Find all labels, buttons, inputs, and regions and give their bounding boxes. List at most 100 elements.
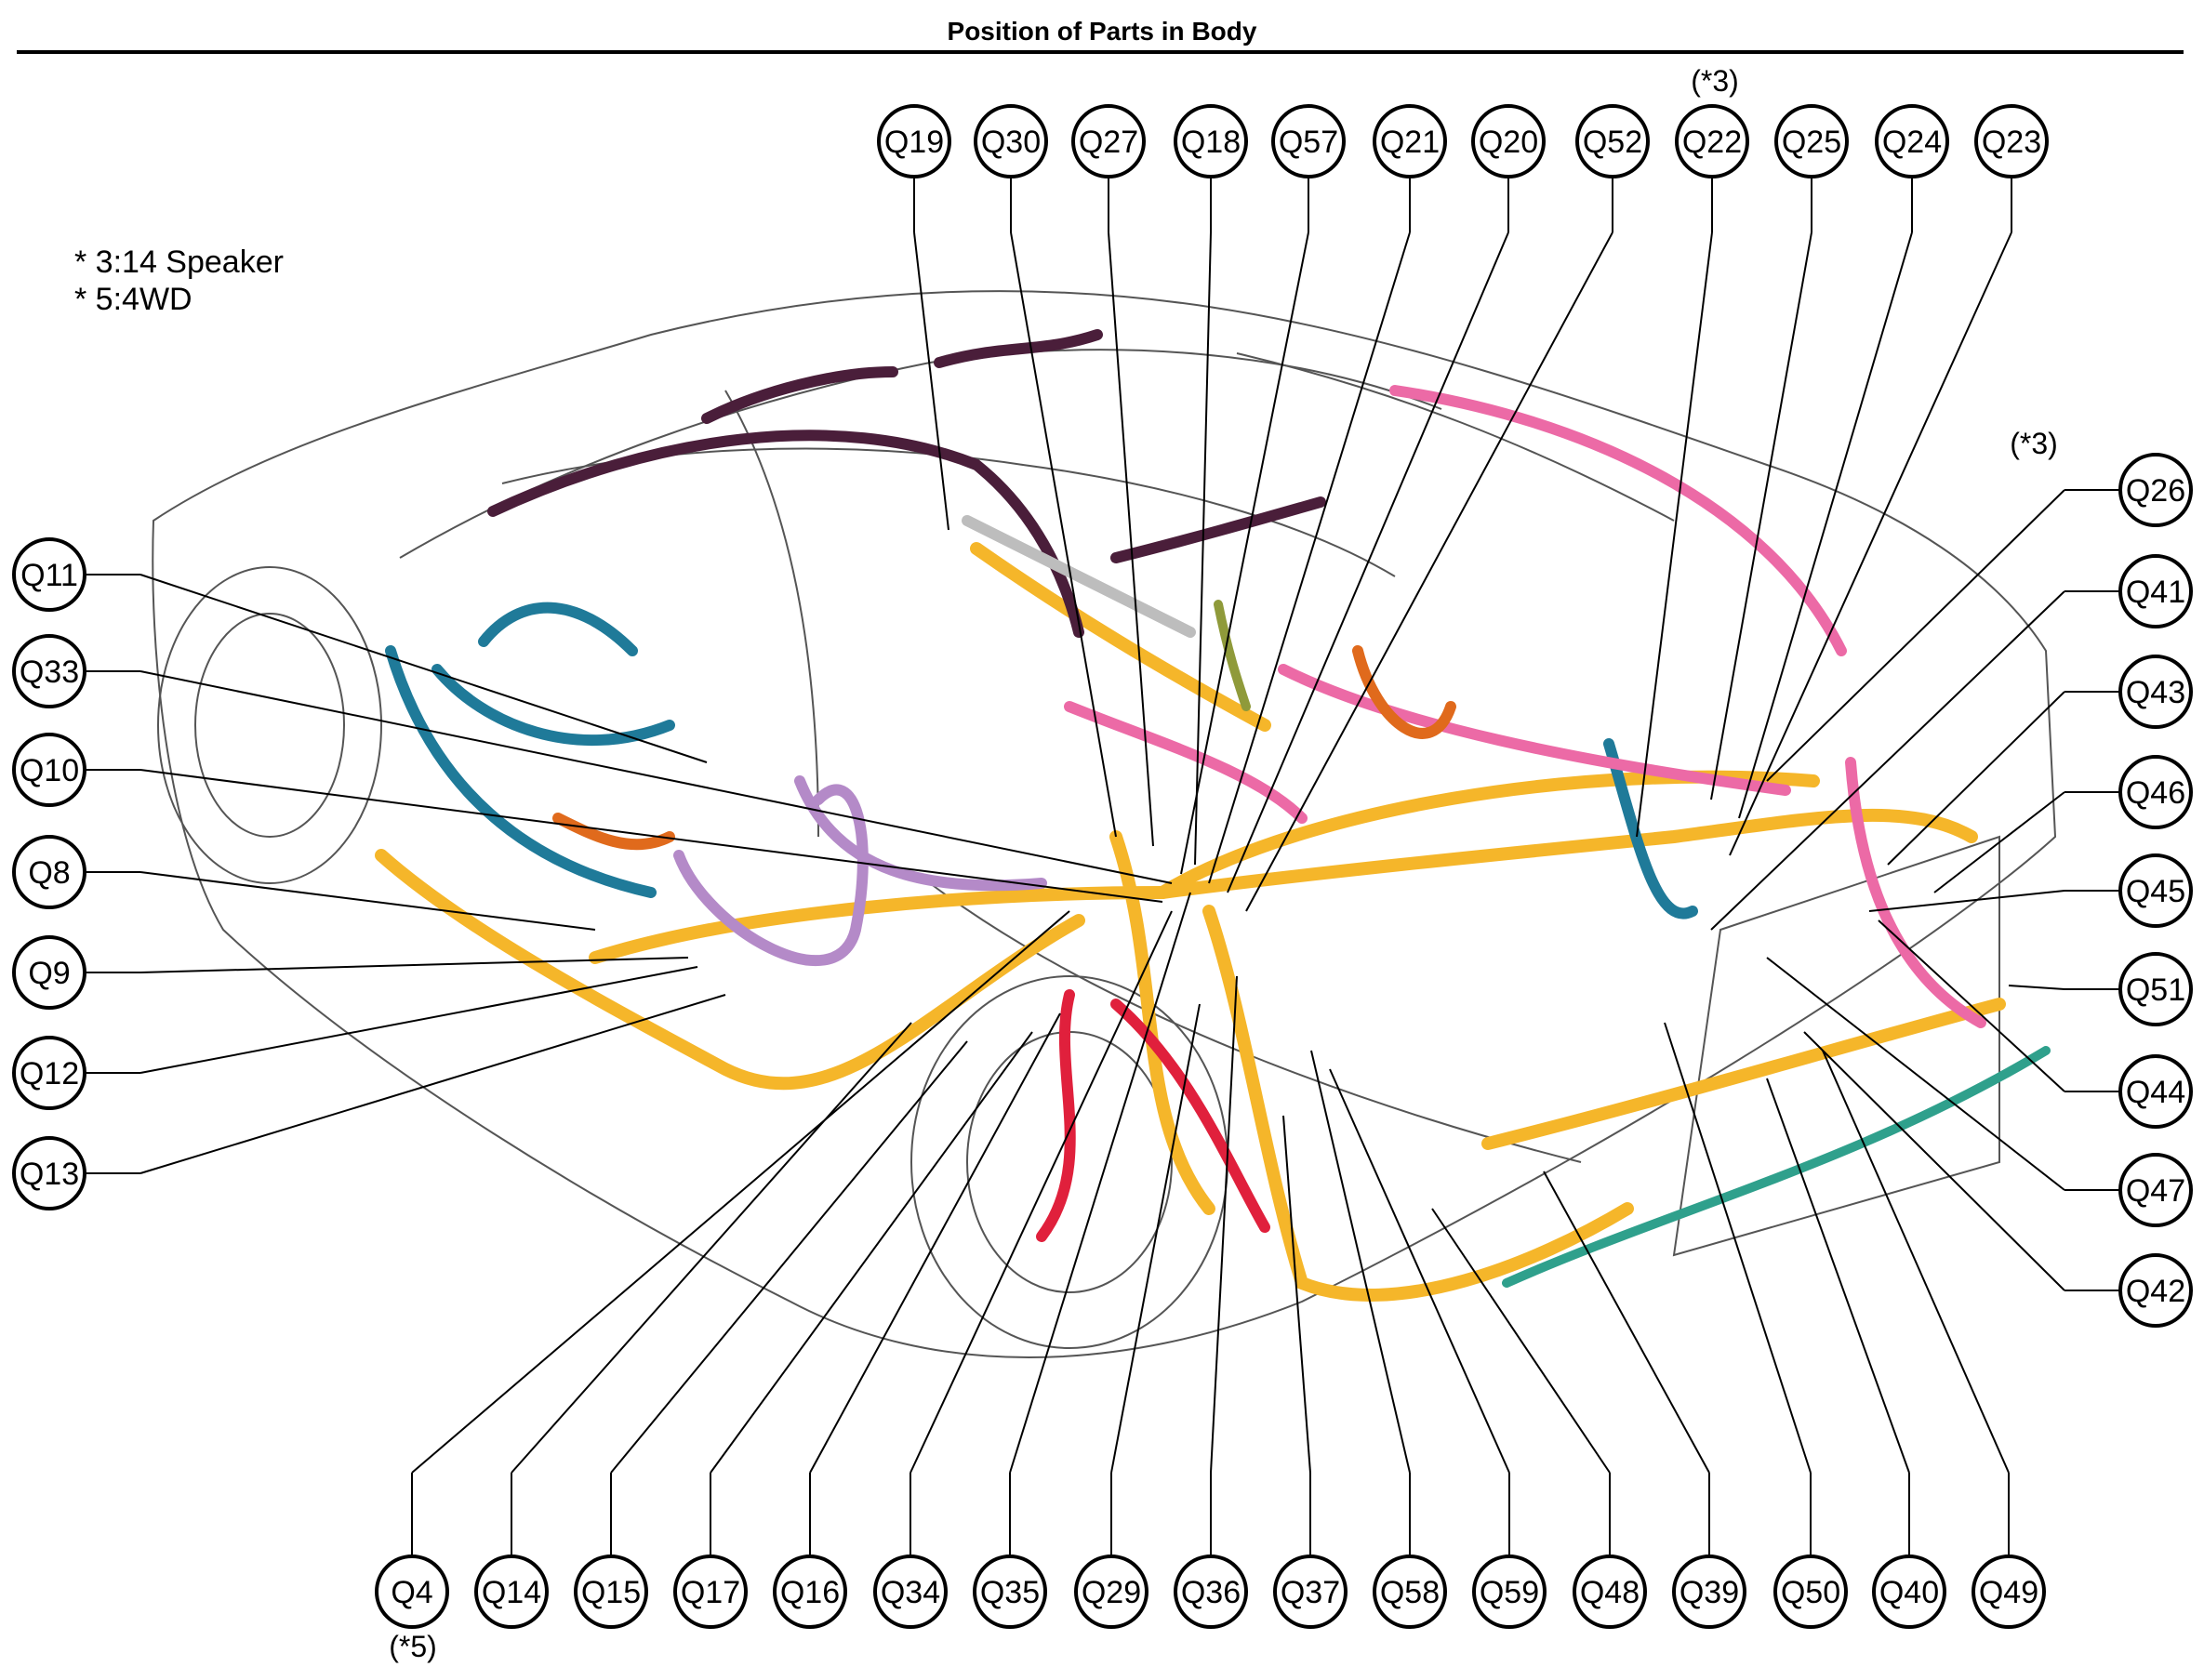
callout-q14: Q14 xyxy=(474,1554,549,1629)
legend-line-speaker: * 3:14 Speaker xyxy=(74,245,284,280)
callout-label: Q58 xyxy=(1380,1575,1440,1610)
leader-q26 xyxy=(1766,489,2065,782)
callout-label: Q42 xyxy=(2126,1274,2185,1309)
callout-q25: Q25 xyxy=(1774,104,1849,179)
callout-label: Q35 xyxy=(980,1575,1040,1610)
callout-circle xyxy=(1472,1554,1547,1629)
callout-label: Q41 xyxy=(2126,575,2185,610)
leader-q36 xyxy=(1210,975,1238,1474)
callout-circle xyxy=(2118,655,2193,729)
callout-label: Q37 xyxy=(1281,1575,1340,1610)
leader-q58 xyxy=(1310,1050,1411,1474)
leader-q35 xyxy=(1009,892,1191,1474)
callout-label: Q50 xyxy=(1781,1575,1840,1610)
callout-q37: Q37 xyxy=(1273,1554,1348,1629)
callout-label: Q59 xyxy=(1480,1575,1539,1610)
callout-circle xyxy=(877,104,951,179)
q22-note: (*3) xyxy=(1691,64,1739,98)
callout-q39: Q39 xyxy=(1672,1554,1746,1629)
callout-q22: Q22 xyxy=(1675,104,1749,179)
callout-q59: Q59 xyxy=(1472,1554,1547,1629)
leader-lines xyxy=(85,177,2120,1556)
callout-label: Q36 xyxy=(1181,1575,1241,1610)
leader-q21 xyxy=(1208,231,1411,884)
callout-label: Q40 xyxy=(1879,1575,1939,1610)
leader-q39 xyxy=(1543,1171,1710,1474)
callout-label: Q19 xyxy=(884,125,944,160)
callout-circle xyxy=(12,935,86,1010)
callout-q46: Q46 xyxy=(2118,755,2193,829)
leader-q30 xyxy=(1010,231,1117,838)
leader-q17 xyxy=(710,1031,1033,1474)
callout-label: Q18 xyxy=(1181,125,1241,160)
leader-q16 xyxy=(809,1012,1061,1474)
leader-q22 xyxy=(1636,231,1713,838)
callout-q21: Q21 xyxy=(1373,104,1447,179)
callout-q16: Q16 xyxy=(773,1554,847,1629)
gray-harness xyxy=(962,515,1196,638)
callout-label: Q26 xyxy=(2126,473,2185,509)
leader-q48 xyxy=(1431,1208,1611,1474)
callout-label: Q29 xyxy=(1082,1575,1141,1610)
leader-q42 xyxy=(1803,1031,2065,1291)
leader-q11 xyxy=(139,574,708,763)
callout-q27: Q27 xyxy=(1071,104,1146,179)
leader-q8 xyxy=(139,871,596,931)
leader-q41 xyxy=(1710,590,2065,931)
callout-circle xyxy=(375,1554,449,1629)
callout-circle xyxy=(1872,1554,1946,1629)
leader-q47 xyxy=(1766,957,2065,1191)
callout-q15: Q15 xyxy=(574,1554,648,1629)
q4-note: (*5) xyxy=(389,1630,437,1663)
leader-q57 xyxy=(1180,231,1309,875)
callout-circle xyxy=(1174,1554,1248,1629)
callout-label: Q52 xyxy=(1583,125,1642,160)
callout-q51: Q51 xyxy=(2118,952,2193,1026)
callout-q13: Q13 xyxy=(12,1136,86,1210)
callout-circle xyxy=(974,104,1048,179)
callout-label: Q43 xyxy=(2126,675,2185,710)
callout-q23: Q23 xyxy=(1974,104,2049,179)
leader-q46 xyxy=(1933,791,2065,893)
callout-label: Q27 xyxy=(1079,125,1138,160)
callout-label: Q24 xyxy=(1882,125,1942,160)
callout-circle xyxy=(1273,1554,1348,1629)
callout-q48: Q48 xyxy=(1573,1554,1647,1629)
callout-circle xyxy=(12,835,86,909)
callout-label: Q11 xyxy=(20,558,78,593)
callout-label: Q9 xyxy=(28,956,70,991)
callout-q42: Q42 xyxy=(2118,1253,2193,1328)
callout-q34: Q34 xyxy=(873,1554,948,1629)
callout-q24: Q24 xyxy=(1875,104,1949,179)
callout-label: Q22 xyxy=(1682,125,1742,160)
callout-label: Q34 xyxy=(881,1575,940,1610)
callout-circle xyxy=(1573,1554,1647,1629)
callout-circle xyxy=(12,634,86,708)
callout-q49: Q49 xyxy=(1972,1554,2046,1629)
callout-label: Q44 xyxy=(2126,1075,2185,1110)
leader-q24 xyxy=(1738,231,1913,819)
callout-q11: Q11 xyxy=(12,537,86,612)
callout-circle xyxy=(1074,1554,1148,1629)
callout-circle xyxy=(973,1554,1047,1629)
leader-q34 xyxy=(909,910,1173,1474)
callout-q40: Q40 xyxy=(1872,1554,1946,1629)
callout-q52: Q52 xyxy=(1575,104,1650,179)
callout-circle xyxy=(1373,1554,1447,1629)
leader-q33 xyxy=(139,670,1173,884)
callout-q10: Q10 xyxy=(12,733,86,807)
callout-q33: Q33 xyxy=(12,634,86,708)
leader-q37 xyxy=(1282,1115,1311,1474)
leader-q15 xyxy=(610,1040,968,1474)
callout-circle xyxy=(1675,104,1749,179)
callout-circle xyxy=(12,537,86,612)
leader-q18 xyxy=(1194,231,1212,866)
callout-q50: Q50 xyxy=(1773,1554,1848,1629)
callout-label: Q23 xyxy=(1982,125,2041,160)
callout-label: Q4 xyxy=(391,1575,432,1610)
callout-label: Q10 xyxy=(20,753,79,788)
callout-label: Q13 xyxy=(20,1157,79,1192)
callout-circle xyxy=(1773,1554,1848,1629)
callout-circle xyxy=(1471,104,1546,179)
callout-q36: Q36 xyxy=(1174,1554,1248,1629)
